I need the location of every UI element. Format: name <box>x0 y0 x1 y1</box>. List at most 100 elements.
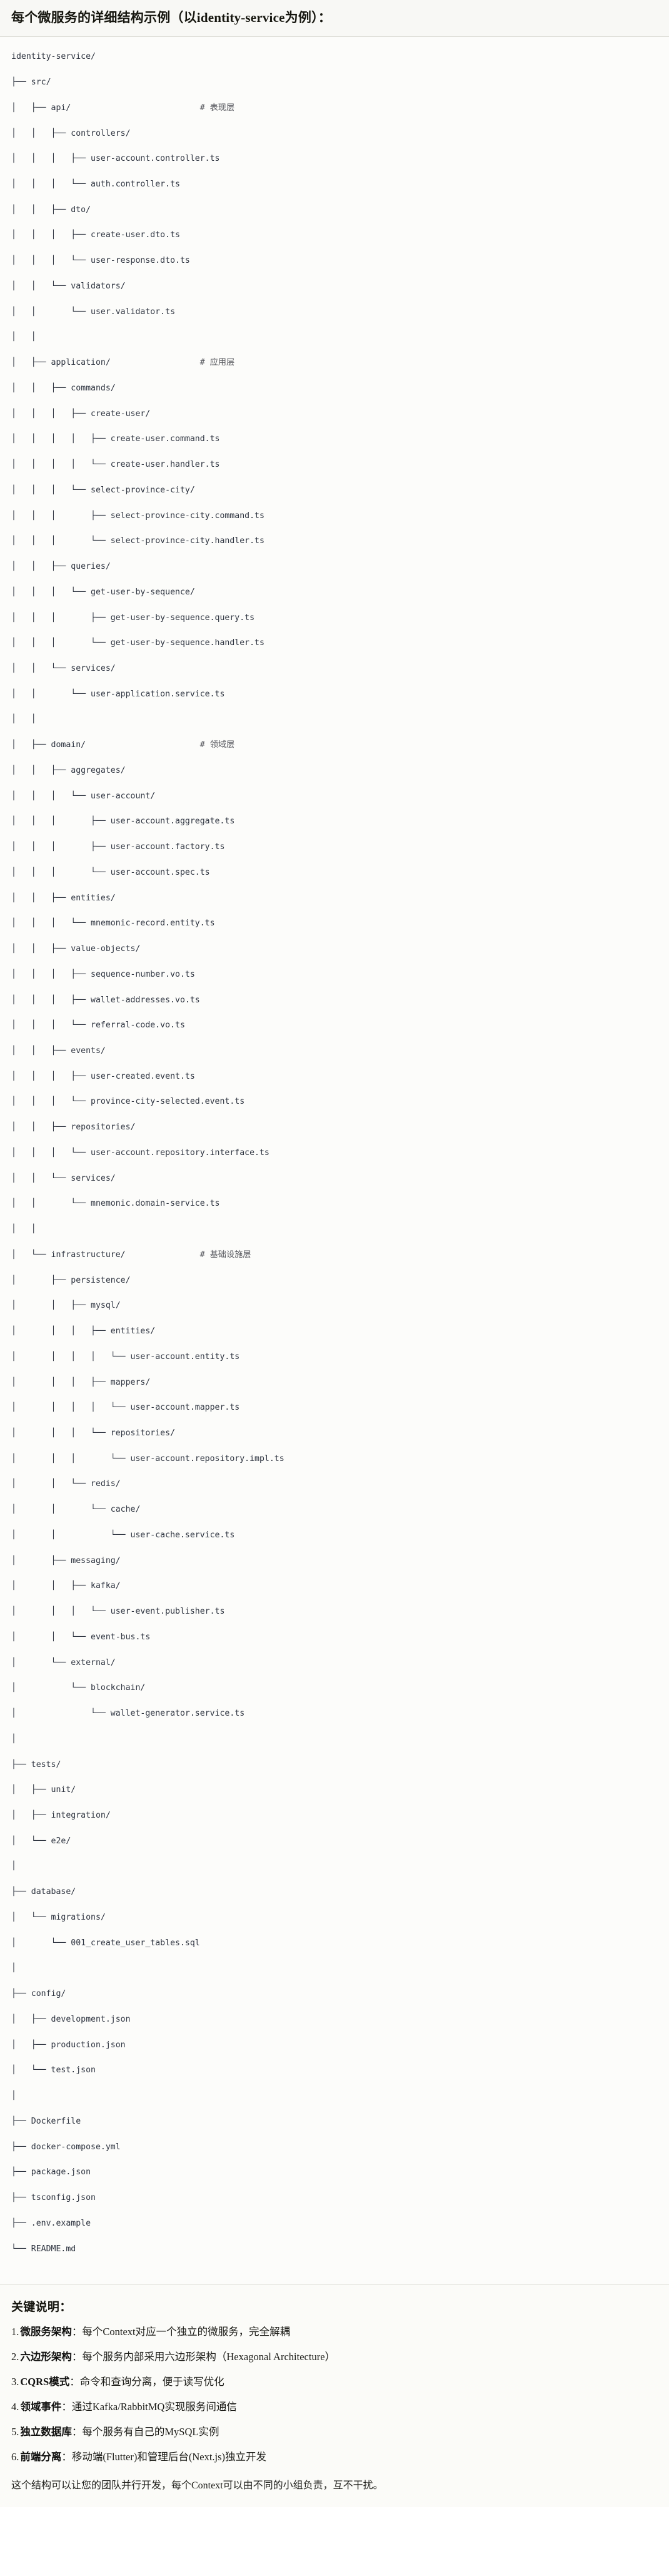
tree-line: │ │ │ ├── mappers/ <box>11 1377 658 1389</box>
tree-node-path: │ └── test.json <box>11 2065 96 2075</box>
tree-line: │ │ <box>11 1223 658 1236</box>
tree-line: │ │ │ └── user-account.spec.ts <box>11 867 658 879</box>
tree-node-path: │ │ ├── events/ <box>11 1046 106 1056</box>
key-point-number: 6. <box>11 2450 19 2463</box>
key-point-number: 4. <box>11 2401 19 2413</box>
tree-line: │ │ │ └── get-user-by-sequence.handler.t… <box>11 637 658 649</box>
tree-line: │ ├── messaging/ <box>11 1555 658 1567</box>
tree-node-path: │ ├── persistence/ <box>11 1275 131 1285</box>
tree-line: │ ├── domain/ # 领域层 <box>11 739 658 751</box>
tree-node-path: │ │ ├── value-objects/ <box>11 944 141 954</box>
tree-line: │ │ │ │ └── user-account.mapper.ts <box>11 1402 658 1414</box>
tree-line: │ │ │ ├── sequence-number.vo.ts <box>11 969 658 981</box>
tree-node-path: │ │ │ ├── wallet-addresses.vo.ts <box>11 995 200 1005</box>
tree-line: │ │ │ ├── user-account.controller.ts <box>11 153 658 165</box>
tree-layer-comment: # 基础设施层 <box>199 1250 251 1260</box>
tree-node-path: │ ├── production.json <box>11 2040 126 2050</box>
tree-comment-spacer <box>71 103 199 113</box>
tree-line: ├── Dockerfile <box>11 2115 658 2128</box>
tree-node-path: │ │ ├── dto/ <box>11 205 91 215</box>
key-point-item: 6.前端分离：移动端(Flutter)和管理后台(Next.js)独立开发 <box>11 2450 658 2465</box>
tree-line: │ ├── api/ # 表现层 <box>11 102 658 115</box>
tree-node-path: │ ├── messaging/ <box>11 1555 121 1565</box>
tree-node-path: │ │ <box>11 1224 36 1235</box>
tree-line: │ │ │ ├── get-user-by-sequence.query.ts <box>11 612 658 624</box>
tree-line: ├── .env.example <box>11 2217 658 2230</box>
tree-line: │ │ ├── commands/ <box>11 382 658 395</box>
tree-node-path: └── README.md <box>11 2244 76 2254</box>
directory-tree: identity-service/ ├── src/ │ ├── api/ # … <box>11 51 658 2268</box>
tree-node-path: │ └── migrations/ <box>11 1912 106 1922</box>
tree-line: │ └── blockchain/ <box>11 1682 658 1694</box>
key-point-separator: ： <box>71 2351 83 2363</box>
tree-line: ├── docker-compose.yml <box>11 2141 658 2154</box>
tree-node-path: ├── Dockerfile <box>11 2116 81 2126</box>
tree-node-path: │ │ └── redis/ <box>11 1479 121 1489</box>
tree-node-path: ├── docker-compose.yml <box>11 2142 121 2152</box>
tree-line: │ <box>11 2090 658 2102</box>
tree-line: ├── package.json <box>11 2166 658 2179</box>
tree-node-path: │ └── blockchain/ <box>11 1683 146 1693</box>
tree-node-path: │ │ │ └── user-account.repository.interf… <box>11 1148 269 1158</box>
tree-line: │ │ ├── events/ <box>11 1045 658 1057</box>
tree-line: │ │ └── mnemonic.domain-service.ts <box>11 1198 658 1210</box>
tree-line: │ │ └── user-cache.service.ts <box>11 1529 658 1542</box>
tree-node-path: │ │ <box>11 332 36 342</box>
tree-node-path: │ │ │ │ └── create-user.handler.ts <box>11 460 220 470</box>
tree-node-path: │ │ ├── queries/ <box>11 562 111 572</box>
tree-line: │ ├── unit/ <box>11 1784 658 1796</box>
tree-layer-comment: # 应用层 <box>199 358 235 368</box>
tree-node-path: │ ├── development.json <box>11 2014 131 2024</box>
tree-node-path: │ └── e2e/ <box>11 1836 71 1846</box>
tree-node-path: │ │ └── mnemonic.domain-service.ts <box>11 1199 220 1209</box>
tree-node-path: │ │ <box>11 715 36 725</box>
tree-line: │ │ ├── kafka/ <box>11 1580 658 1592</box>
tree-line: identity-service/ <box>11 51 658 63</box>
tree-line: │ │ │ │ └── user-account.entity.ts <box>11 1351 658 1363</box>
tree-node-path: │ ├── api/ <box>11 103 71 113</box>
key-point-separator: ： <box>69 2376 80 2388</box>
key-point-separator: ： <box>61 2450 72 2463</box>
tree-line: │ │ ├── repositories/ <box>11 1121 658 1134</box>
tree-line: ├── config/ <box>11 1988 658 2000</box>
key-point-description: 每个服务内部采用六边形架构（Hexagonal Architecture） <box>82 2351 336 2363</box>
tree-line: │ │ └── validators/ <box>11 280 658 293</box>
closing-note: 这个结构可以让您的团队并行开发，每个Context可以由不同的小组负责，互不干扰… <box>11 2480 383 2491</box>
tree-node-path: │ │ │ └── select-province-city.handler.t… <box>11 536 264 546</box>
tree-node-path: │ │ │ └── user-event.publisher.ts <box>11 1607 225 1617</box>
tree-line: │ │ │ └── user-account.repository.interf… <box>11 1147 658 1159</box>
tree-node-path: │ │ │ └── province-city-selected.event.t… <box>11 1097 245 1107</box>
tree-line: │ │ ├── controllers/ <box>11 128 658 140</box>
tree-line: │ │ │ ├── user-account.factory.ts <box>11 841 658 853</box>
tree-node-path: │ │ │ │ └── user-account.mapper.ts <box>11 1403 240 1413</box>
key-point-description: 通过Kafka/RabbitMQ实现服务间通信 <box>71 2401 237 2413</box>
tree-line: │ │ │ │ ├── create-user.command.ts <box>11 433 658 445</box>
tree-line: │ └── test.json <box>11 2064 658 2077</box>
tree-node-path: │ │ │ └── user-response.dto.ts <box>11 256 190 266</box>
tree-node-path: │ │ └── services/ <box>11 663 116 673</box>
tree-node-path: │ │ └── services/ <box>11 1173 116 1183</box>
tree-node-path: identity-service/ <box>11 52 96 62</box>
header-band: 每个微服务的详细结构示例（以identity-service为例）： <box>0 0 669 38</box>
tree-line: │ │ └── user.validator.ts <box>11 306 658 318</box>
tree-node-path: │ │ │ ├── user-account.controller.ts <box>11 154 220 164</box>
tree-line: │ │ │ └── user-response.dto.ts <box>11 255 658 267</box>
tree-line: │ │ │ │ └── create-user.handler.ts <box>11 459 658 471</box>
key-point-item: 5.独立数据库：每个服务有自己的MySQL实例 <box>11 2425 658 2440</box>
tree-line: │ │ │ ├── entities/ <box>11 1325 658 1338</box>
tree-line: │ │ │ ├── wallet-addresses.vo.ts <box>11 994 658 1007</box>
tree-node-path: │ │ │ ├── create-user/ <box>11 409 151 419</box>
tree-node-path: │ │ ├── kafka/ <box>11 1581 121 1591</box>
tree-line: │ │ ├── dto/ <box>11 204 658 216</box>
key-point-separator: ： <box>71 2326 83 2338</box>
tree-line: │ │ └── services/ <box>11 1173 658 1185</box>
tree-line: │ │ │ └── user-event.publisher.ts <box>11 1606 658 1618</box>
tree-node-path: │ │ │ └── get-user-by-sequence/ <box>11 587 195 597</box>
key-point-item: 1.微服务架构：每个Context对应一个独立的微服务，完全解耦 <box>11 2324 658 2339</box>
tree-comment-spacer <box>126 1250 200 1260</box>
tree-line: └── README.md <box>11 2243 658 2256</box>
tree-line: │ │ │ └── select-province-city/ <box>11 484 658 497</box>
tree-node-path: │ │ │ ├── user-created.event.ts <box>11 1071 195 1081</box>
key-point-description: 每个Context对应一个独立的微服务，完全解耦 <box>82 2326 291 2338</box>
